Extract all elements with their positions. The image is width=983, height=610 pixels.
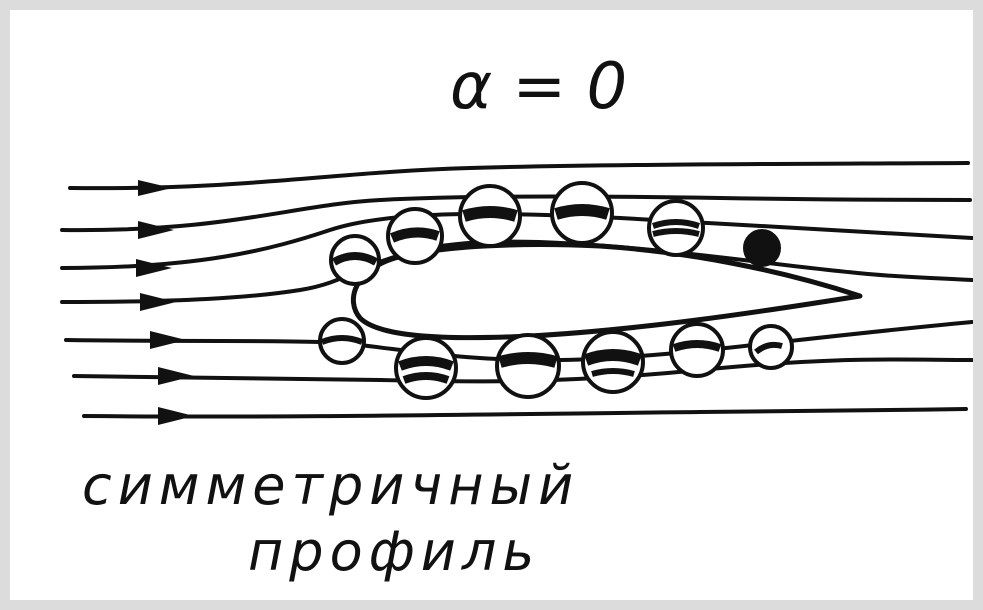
streamline-1 xyxy=(68,161,970,191)
vortex xyxy=(495,333,561,399)
vortex xyxy=(386,207,444,265)
diagram-title: α = 0 xyxy=(450,50,627,124)
drawing-sheet: α = 0 xyxy=(10,10,973,600)
vortex xyxy=(581,330,645,394)
upper-vortices xyxy=(329,181,781,286)
vortex xyxy=(669,322,725,378)
flow-arrows xyxy=(136,180,194,425)
vortex xyxy=(550,181,614,245)
flow-arrow xyxy=(136,259,172,277)
vortex xyxy=(394,336,458,400)
flow-arrow xyxy=(140,293,176,311)
streamline-4 xyxy=(60,239,973,304)
flow-arrow xyxy=(138,221,174,239)
streamline-7 xyxy=(82,407,968,419)
airflow-diagram: α = 0 xyxy=(60,50,973,583)
vortex xyxy=(458,184,522,248)
flow-arrow xyxy=(138,180,172,196)
lower-vortices xyxy=(318,317,794,400)
flow-arrow xyxy=(158,367,194,385)
flow-arrow xyxy=(158,407,194,425)
caption-line-2: профиль xyxy=(248,520,540,583)
streamline-2 xyxy=(60,194,972,233)
vortex xyxy=(748,324,794,370)
caption-line-1: симметричный xyxy=(82,454,579,517)
vortex xyxy=(647,199,705,257)
vortex xyxy=(743,229,781,267)
vortex xyxy=(318,317,366,365)
flow-arrow xyxy=(150,331,186,349)
vortex xyxy=(329,234,381,286)
